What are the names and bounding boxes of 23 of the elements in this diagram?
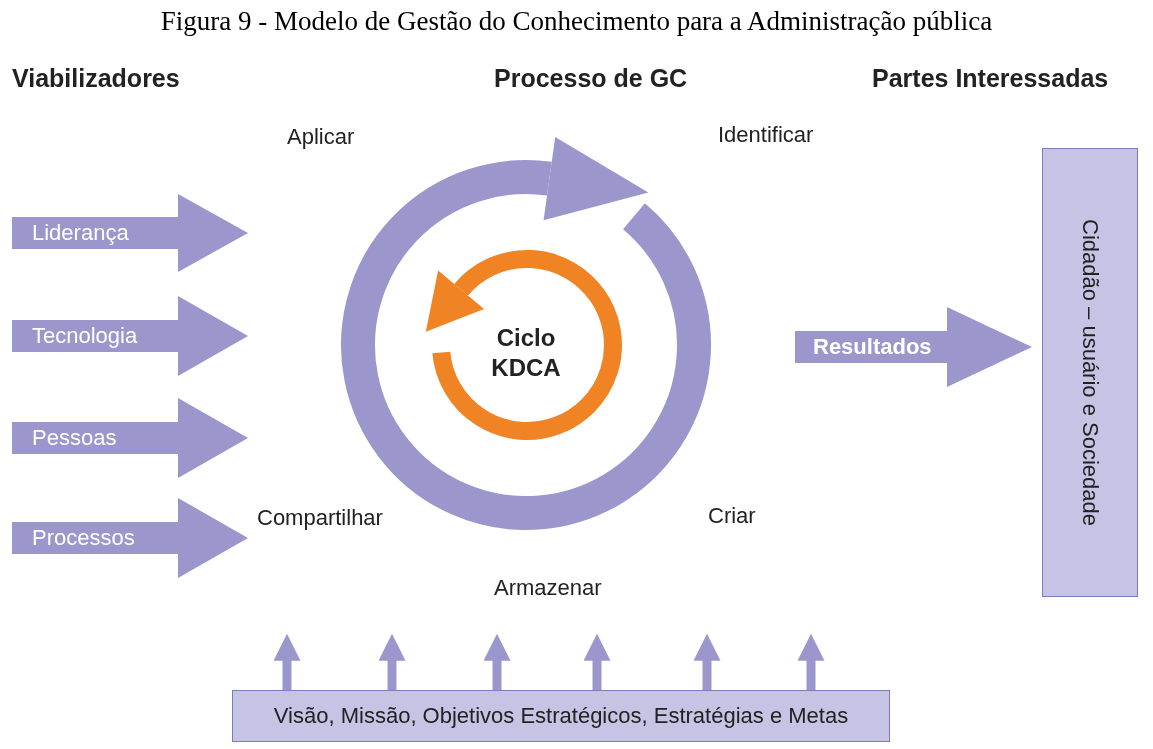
up-arrow bbox=[583, 633, 611, 690]
stakeholder-box: Cidadão – usuário e Sociedade bbox=[1042, 148, 1138, 597]
up-arrow bbox=[797, 633, 825, 690]
column-heading: Partes Interessadas bbox=[872, 64, 1109, 93]
enabler-tag: Processos bbox=[12, 498, 248, 578]
enabler-tag: Liderança bbox=[12, 194, 248, 272]
figure-title: Figura 9 - Modelo de Gestão do Conhecimento para a Administração pública bbox=[159, 6, 994, 37]
column-heading: Viabilizadores bbox=[12, 64, 180, 93]
up-arrow bbox=[483, 633, 511, 690]
column-heading: Processo de GC bbox=[494, 64, 688, 93]
step-label: Armazenar bbox=[494, 575, 602, 601]
enabler-tag: Pessoas bbox=[12, 398, 248, 478]
cycle-label: Ciclo KDCA bbox=[490, 323, 562, 383]
step-label: Compartilhar bbox=[257, 505, 383, 531]
result-tag: Resultados bbox=[795, 307, 1032, 387]
step-label: Identificar bbox=[718, 122, 814, 148]
up-arrow bbox=[273, 633, 301, 690]
up-arrow bbox=[693, 633, 721, 690]
step-label: Criar bbox=[708, 503, 756, 529]
enabler-tag: Tecnologia bbox=[12, 296, 248, 376]
strategy-box: Visão, Missão, Objetivos Estratégicos, Estratégias e Metas bbox=[232, 690, 890, 742]
up-arrow bbox=[378, 633, 406, 690]
step-label: Aplicar bbox=[287, 124, 355, 150]
